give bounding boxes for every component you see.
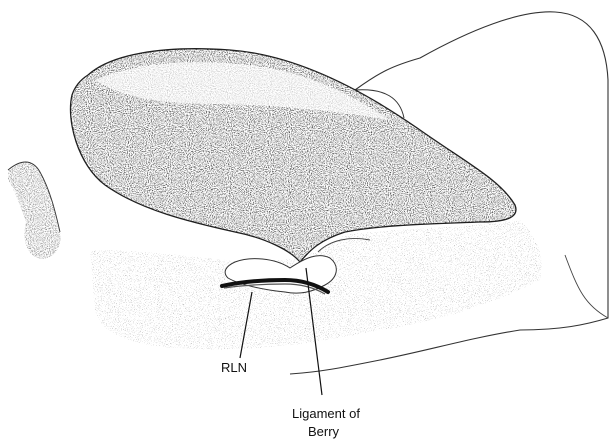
rln-label: RLN — [221, 360, 247, 375]
ligament-label-line1: Ligament of — [292, 406, 360, 421]
left-structure — [8, 162, 60, 259]
ligament-label-line2: Berry — [308, 424, 340, 439]
